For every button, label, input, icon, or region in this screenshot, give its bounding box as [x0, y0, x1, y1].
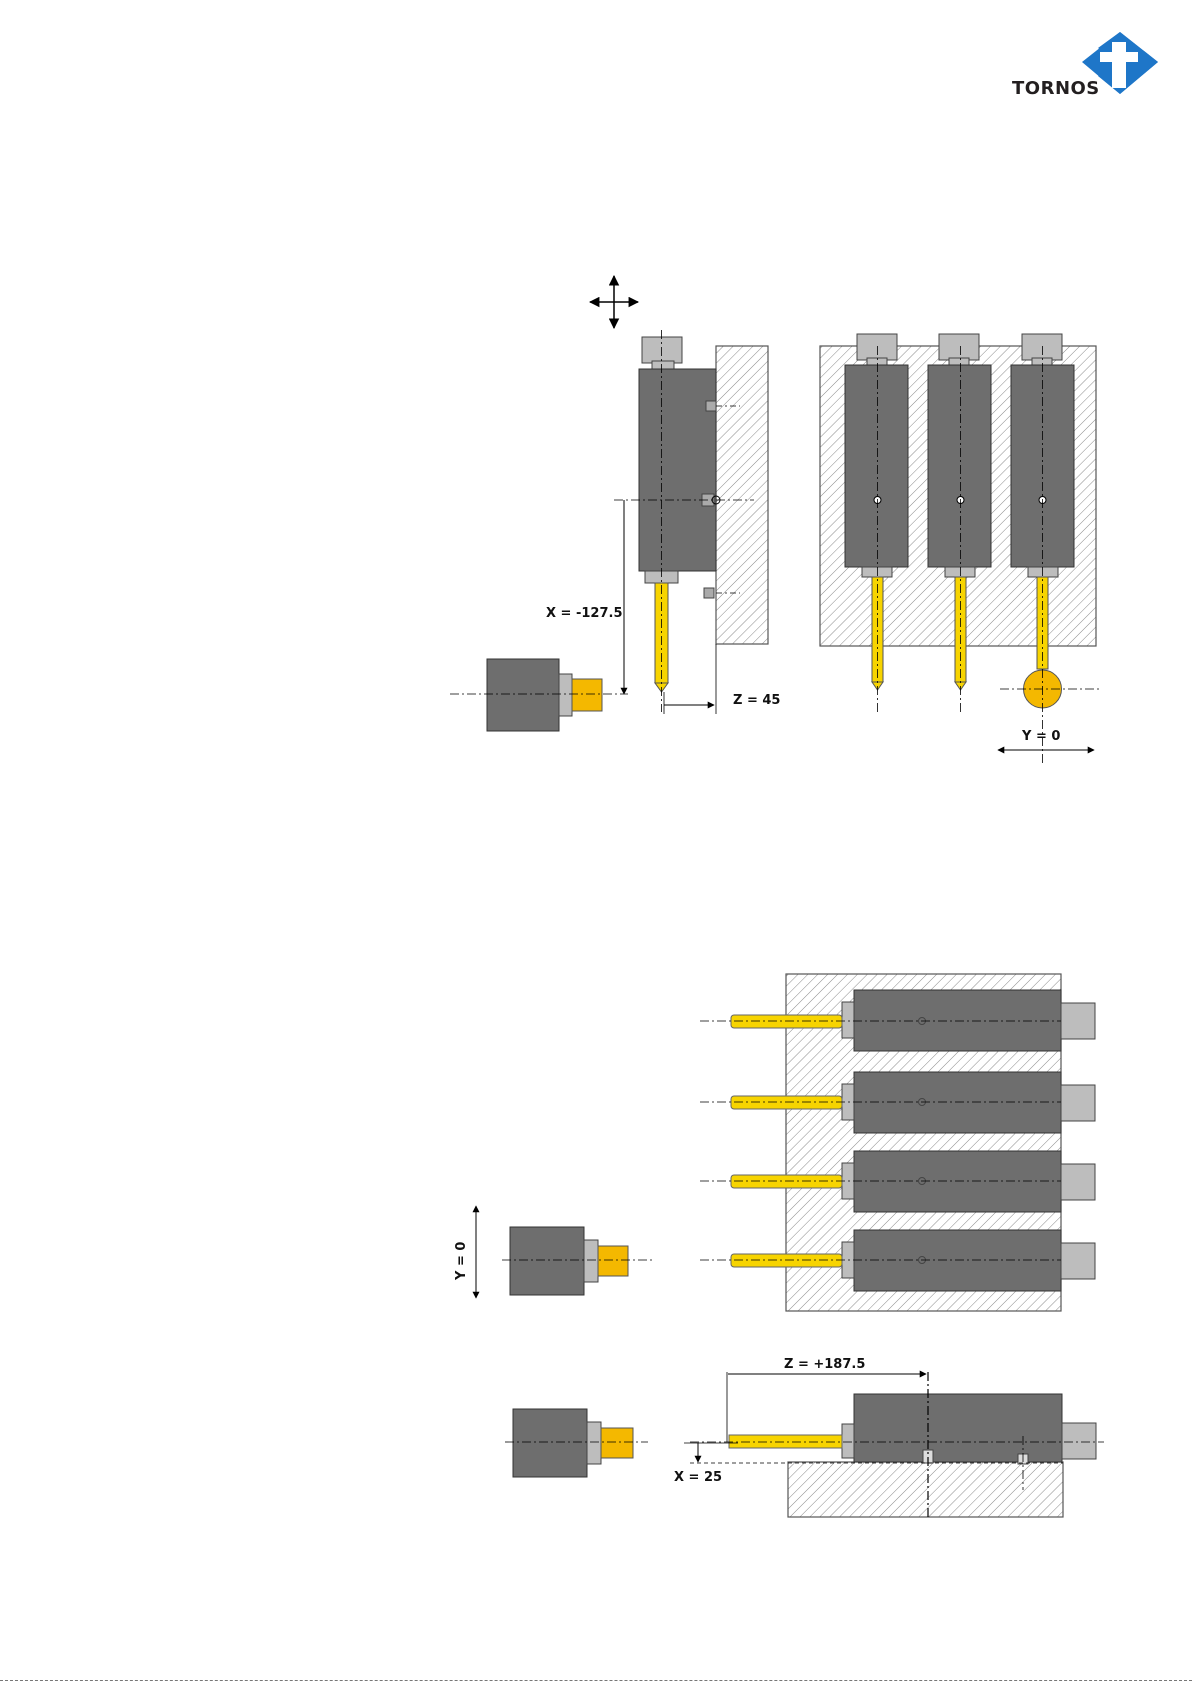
top-diagram: X = -127.5 Z = 45 [450, 276, 1100, 764]
tool-holder-1 [845, 334, 908, 712]
spindle-top [450, 659, 628, 731]
y-dimension-label-bottom: Y = 0 [454, 1242, 469, 1281]
y-dimension-label: Y = 0 [1021, 729, 1060, 744]
z-dimension-label: Z = 45 [733, 693, 780, 708]
tool-row-1 [700, 990, 1095, 1051]
tool-row-2 [700, 1072, 1095, 1133]
tool-cap [642, 337, 682, 363]
spindle-bottom [505, 1409, 648, 1477]
z-dimension-label-bottom: Z = +187.5 [784, 1357, 865, 1372]
tool-holder-2 [928, 334, 991, 712]
bottom-diagram: Y = 0 Z = +187.5 X = 25 [454, 974, 1104, 1520]
tool-body [639, 369, 716, 571]
tool-row-4 [700, 1230, 1095, 1291]
x-dimension-label-bottom: X = 25 [674, 1470, 722, 1485]
page-bottom-rule [0, 1680, 1192, 1681]
four-way-arrow-icon [590, 276, 638, 328]
spindle-middle [502, 1227, 654, 1295]
tool-row-3 [700, 1151, 1095, 1212]
tool-side-lower [690, 1372, 1104, 1520]
x-dimension-label: X = -127.5 [546, 606, 622, 621]
tool-plate-side [716, 346, 768, 644]
